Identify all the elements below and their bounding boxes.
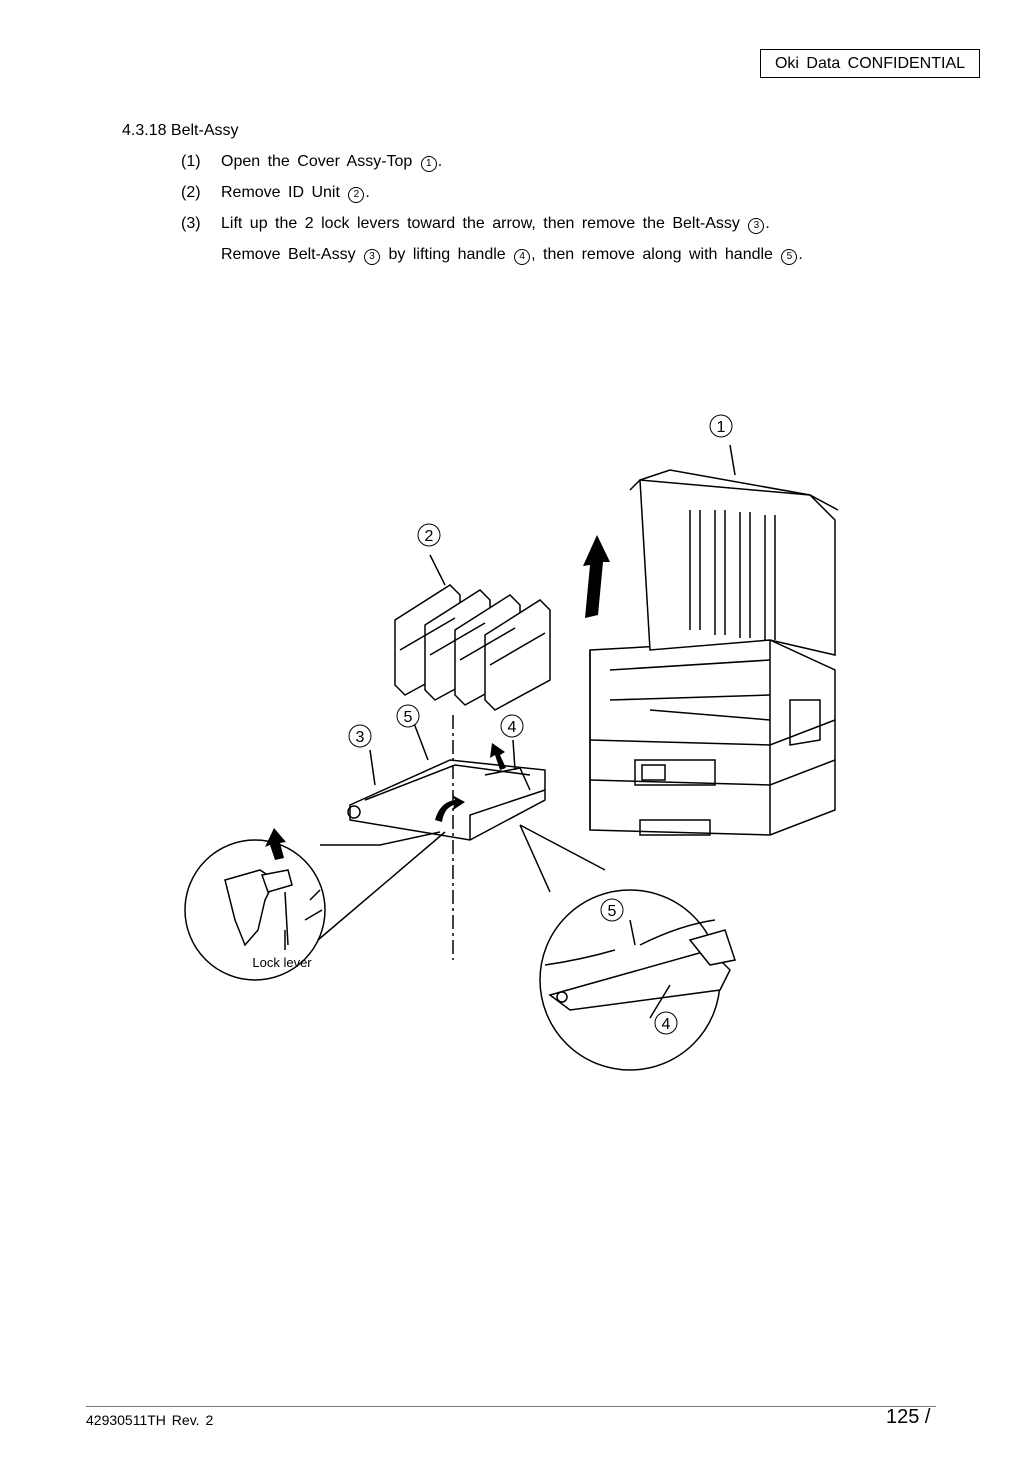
- belt-assy-drawing: [347, 759, 546, 841]
- step-text: Open the Cover Assy-Top 1.: [221, 153, 443, 172]
- callout-1: 1: [717, 419, 726, 436]
- printer-drawing: [589, 469, 839, 836]
- lock-lever-detail: [184, 828, 446, 981]
- footer-rule: [86, 1406, 936, 1407]
- lock-lever-label: Lock lever: [252, 955, 312, 970]
- circled-number: 3: [364, 249, 381, 265]
- id-units-drawing: [394, 584, 551, 711]
- callout-4-detail: 4: [662, 1016, 671, 1033]
- circled-number: 3: [748, 218, 765, 234]
- circled-number: 4: [514, 249, 531, 265]
- section-title: 4.3.18 Belt-Assy: [122, 122, 239, 139]
- callout-3: 3: [356, 729, 365, 746]
- step-number: (2): [181, 184, 201, 201]
- circled-number: 2: [348, 187, 365, 203]
- circled-number: 5: [781, 249, 798, 265]
- callout-4: 4: [508, 719, 517, 736]
- circled-number: 1: [420, 156, 437, 172]
- page-number: 125 /: [886, 1406, 931, 1428]
- step-number: (3): [181, 215, 201, 232]
- step-text: Lift up the 2 lock levers toward the arr…: [221, 215, 770, 234]
- callout-5: 5: [404, 709, 413, 726]
- step-text: Remove ID Unit 2.: [221, 184, 370, 203]
- callout-5-detail: 5: [608, 903, 617, 920]
- confidential-label: Oki Data CONFIDENTIAL: [760, 49, 980, 78]
- step-3-continuation: Remove Belt-Assy 3 by lifting handle 4, …: [221, 246, 803, 265]
- document-number: 42930511TH Rev. 2: [86, 1412, 214, 1428]
- handle-detail: [519, 824, 736, 1071]
- open-arrow: [583, 535, 610, 618]
- step-number: (1): [181, 153, 201, 170]
- belt-assy-illustration: 1 2 3 4 5 5 4 Lock lever: [170, 400, 870, 1090]
- callout-2: 2: [425, 528, 434, 545]
